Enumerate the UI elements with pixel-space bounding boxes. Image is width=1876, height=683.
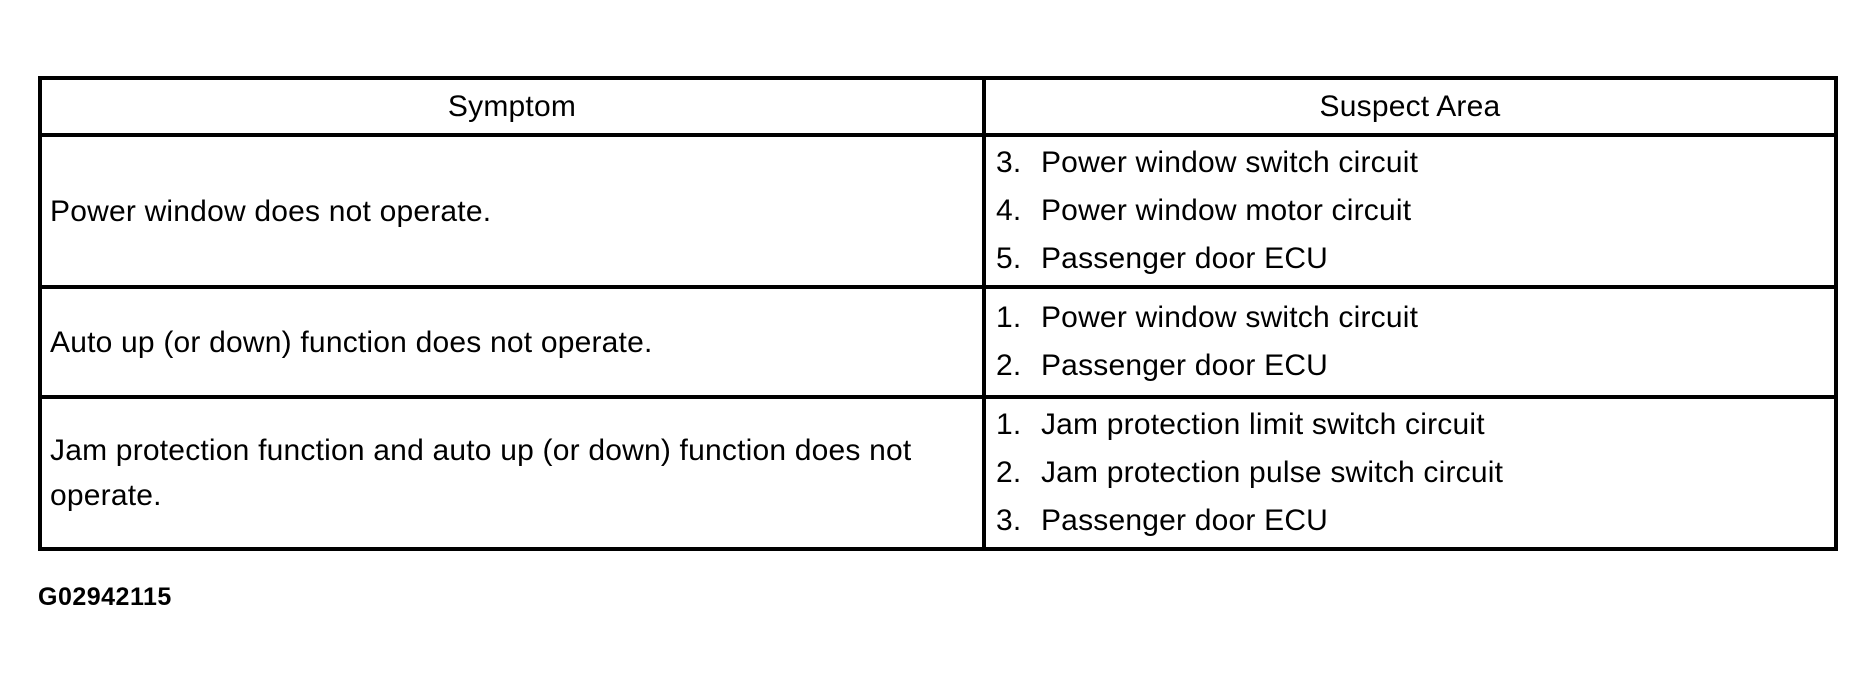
table-row: Jam protection function and auto up (or … [38, 395, 1839, 551]
suspect-item-text: Passenger door ECU [1040, 504, 1329, 537]
suspect-item-number: 3. [995, 146, 1022, 179]
suspect-item: 2. Jam protection pulse switch circuit [996, 449, 1828, 497]
symptom-cell: Auto up (or down) function does not oper… [38, 285, 986, 399]
symptom-cell: Jam protection function and auto up (or … [38, 395, 986, 551]
suspect-item-text: Power window switch circuit [1040, 146, 1419, 179]
suspect-item: 5. Passenger door ECU [996, 235, 1828, 283]
troubleshooting-table: Symptom Suspect Area Power window does n… [38, 76, 1839, 551]
suspect-item-text: Jam protection limit switch circuit [1040, 408, 1485, 441]
table-row: Auto up (or down) function does not oper… [38, 285, 1839, 399]
suspect-item-text: Jam protection pulse switch circuit [1040, 456, 1504, 489]
suspect-item-text: Power window switch circuit [1040, 301, 1419, 334]
figure-id: G02942115 [38, 583, 172, 611]
header-row: Symptom Suspect Area [38, 76, 1839, 137]
suspect-item: 3. Passenger door ECU [996, 497, 1828, 545]
suspect-area-cell: 3. Power window switch circuit 4. Power … [981, 133, 1839, 289]
suspect-area-column-header: Suspect Area [981, 76, 1839, 137]
suspect-item-number: 4. [995, 194, 1022, 227]
suspect-item-number: 1. [995, 408, 1022, 441]
suspect-item-text: Passenger door ECU [1040, 242, 1329, 275]
suspect-item-number: 2. [995, 349, 1022, 382]
table-row: Power window does not operate. 3. Power … [38, 133, 1839, 289]
symptom-cell: Power window does not operate. [38, 133, 986, 289]
suspect-item: 1. Power window switch circuit [996, 294, 1828, 342]
suspect-item-text: Power window motor circuit [1040, 194, 1412, 227]
suspect-area-cell: 1. Jam protection limit switch circuit 2… [981, 395, 1839, 551]
suspect-item-number: 2. [995, 456, 1022, 489]
suspect-item-number: 5. [995, 242, 1022, 275]
suspect-item-text: Passenger door ECU [1040, 349, 1329, 382]
suspect-item-number: 1. [995, 301, 1022, 334]
suspect-item: 3. Power window switch circuit [996, 139, 1828, 187]
suspect-area-cell: 1. Power window switch circuit 2. Passen… [981, 285, 1839, 399]
symptom-column-header: Symptom [38, 76, 986, 137]
suspect-item-number: 3. [995, 504, 1022, 537]
suspect-item: 4. Power window motor circuit [996, 187, 1828, 235]
suspect-item: 1. Jam protection limit switch circuit [996, 401, 1828, 449]
suspect-item: 2. Passenger door ECU [996, 342, 1828, 390]
